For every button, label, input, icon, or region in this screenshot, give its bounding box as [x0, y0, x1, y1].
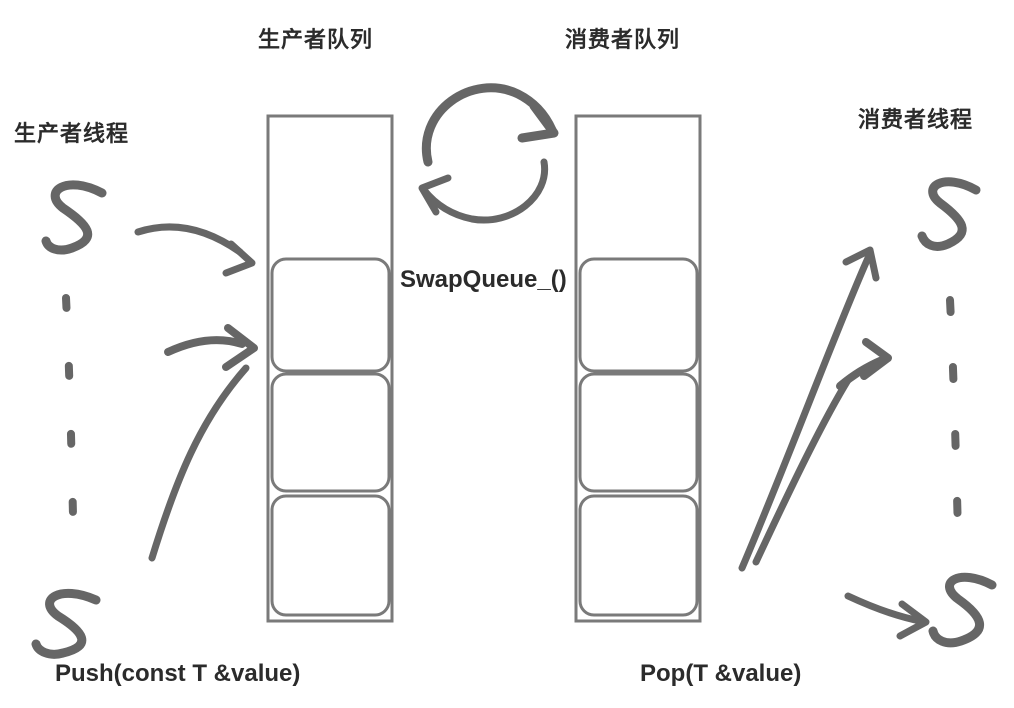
consumer-queue — [574, 114, 702, 623]
pop-arrow-second — [752, 376, 852, 566]
producer-threads-label: 生产者线程 — [14, 121, 130, 146]
push-function-label: Push(const T &value) — [55, 660, 301, 687]
consumer-queue-outline — [574, 114, 702, 623]
producer-threads — [31, 180, 107, 659]
consumer-threads-label: 消费者线程 — [858, 107, 974, 132]
pop-arrow-bottom — [844, 592, 924, 625]
consumer-threads — [917, 177, 997, 648]
pop-arrow-long — [738, 254, 872, 572]
producer-queue-cell — [270, 372, 391, 493]
swap-arrow-bottom-head-icon — [418, 174, 452, 216]
producer-thread-top-squiggle — [41, 180, 107, 255]
consumer-threads-ellipsis — [946, 296, 962, 536]
swap-arrows — [418, 83, 559, 224]
consumer-queue-label: 消费者队列 — [565, 27, 681, 52]
swap-arrow-top-head-icon — [517, 101, 559, 143]
consumer-thread-top-squiggle — [917, 177, 981, 251]
producer-queue-cell — [270, 494, 391, 617]
consumer-thread-bottom-squiggle — [928, 572, 997, 648]
push-arrow-middle-head-icon — [222, 324, 258, 371]
producer-queue-cell — [270, 257, 391, 373]
swap-arrow-bottom — [420, 158, 549, 224]
pop-arrows — [738, 246, 930, 640]
push-arrow-middle — [164, 336, 246, 356]
producer-queue-label: 生产者队列 — [258, 27, 374, 52]
pop-arrow-bottom-head-icon — [896, 600, 930, 640]
swap-arrow-top — [421, 83, 557, 167]
push-arrow-bottom-curve — [148, 364, 250, 562]
pop-arrow-short-head-icon — [860, 338, 892, 380]
producer-queue — [266, 114, 394, 623]
push-arrows — [134, 223, 258, 562]
push-arrow-top-head-icon — [222, 240, 256, 277]
push-arrow-top — [134, 223, 244, 256]
pop-arrow-long-head-icon — [842, 246, 880, 282]
producer-queue-outline — [266, 114, 394, 623]
consumer-queue-cell — [578, 372, 699, 493]
producer-threads-ellipsis — [62, 294, 78, 564]
consumer-queue-cell — [578, 257, 699, 373]
consumer-queue-cell — [578, 494, 699, 617]
pop-function-label: Pop(T &value) — [640, 660, 802, 687]
producer-thread-bottom-squiggle — [31, 588, 101, 659]
swap-function-label: SwapQueue_() — [400, 266, 567, 293]
